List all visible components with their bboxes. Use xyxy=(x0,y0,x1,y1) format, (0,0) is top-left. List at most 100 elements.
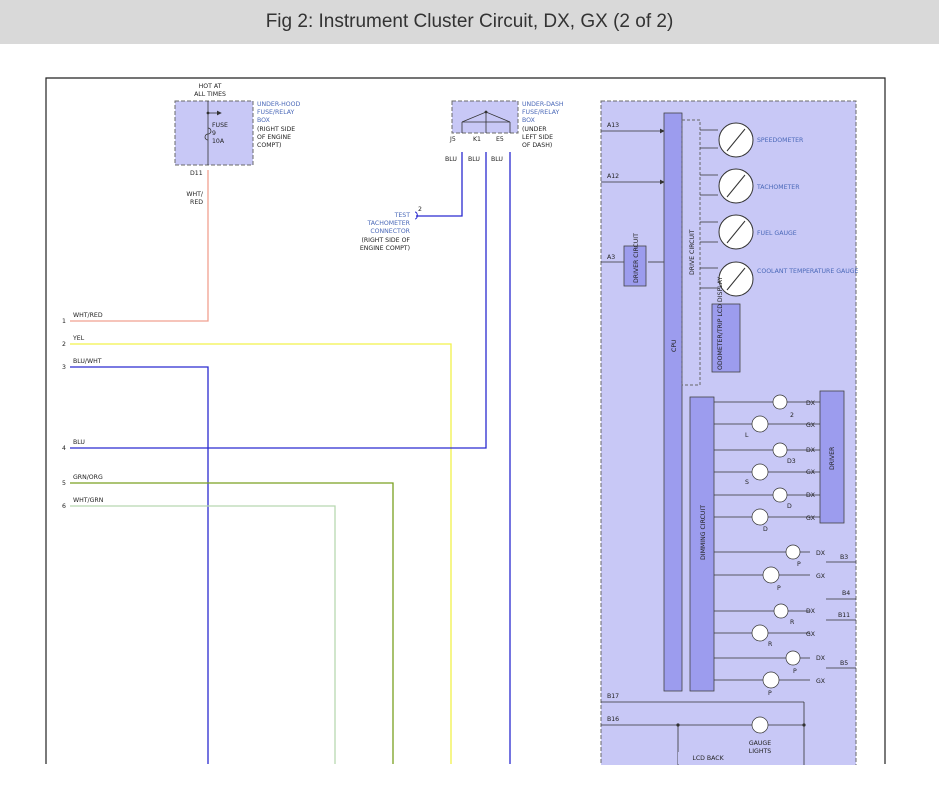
fuse-label: FUSE xyxy=(212,122,228,129)
test-tachometer-connector: 2 TEST TACHOMETER CONNECTOR (RIGHT SIDE … xyxy=(360,206,422,252)
svg-text:DX: DX xyxy=(816,655,826,662)
test-connector-line-3: (RIGHT SIDE OF xyxy=(361,237,410,244)
ind-letter-3: S xyxy=(745,479,749,486)
underdash-wire-label-1: BLU xyxy=(468,156,480,163)
diagram-frame xyxy=(45,77,886,764)
fuse-number: 9 xyxy=(212,130,216,137)
underdash-desc-3: (UNDER xyxy=(522,126,547,133)
ind-letter-6: P xyxy=(797,561,801,568)
test-connector-line-4: ENGINE COMPT) xyxy=(360,245,410,252)
gauge-lights-2: LIGHTS xyxy=(749,748,771,755)
title-bar: Fig 2: Instrument Cluster Circuit, DX, G… xyxy=(0,0,939,44)
svg-text:DX: DX xyxy=(806,447,816,454)
underhood-desc-2: BOX xyxy=(257,117,271,124)
terminal-a12: A12 xyxy=(607,173,619,180)
dimming-circuit-block xyxy=(689,396,715,692)
lcd-back-1: LCD BACK xyxy=(692,755,724,762)
indicator-labels: 2 L D3 S D D P P R R P P DX GX DX GX DX … xyxy=(745,400,826,697)
odometer-label: ODOMETER/TRIP LCD DISPLAY xyxy=(717,276,724,370)
terminal-b17: B17 xyxy=(607,693,619,700)
cluster-box xyxy=(600,100,857,772)
underhood-desc-1: FUSE/RELAY xyxy=(257,109,295,116)
pin-3-num: 3 xyxy=(62,364,66,371)
wire-blu xyxy=(70,152,487,449)
underhood-wire-label-2: RED xyxy=(190,199,203,206)
dimming-label: DIMMING CIRCUIT xyxy=(700,505,707,560)
pin-2-num: 2 xyxy=(62,341,66,348)
odometer-lcd-block xyxy=(711,303,741,373)
pin-5-num: 5 xyxy=(62,480,66,487)
led-icons xyxy=(751,394,801,689)
terminal-b4: B4 xyxy=(842,590,850,597)
ind-letter-9: R xyxy=(768,641,773,648)
bottom-crop xyxy=(0,765,939,794)
test-connector-line-1: TACHOMETER xyxy=(366,220,410,227)
underdash-desc-4: LEFT SIDE xyxy=(522,134,553,141)
svg-text:GX: GX xyxy=(806,631,816,638)
pin-1-label: WHT/RED xyxy=(73,312,103,319)
underhood-desc-5: COMPT) xyxy=(257,142,281,149)
drive-circuit-box xyxy=(681,119,701,386)
connector-pins: 1 WHT/RED 2 YEL 3 BLU/WHT 4 BLU 5 GRN/OR… xyxy=(62,312,104,510)
terminal-b16: B16 xyxy=(607,716,619,723)
pin-6-label: WHT/GRN xyxy=(73,497,104,504)
underdash-wire-label-0: BLU xyxy=(445,156,457,163)
underdash-box-shape xyxy=(451,100,519,134)
wire-wht-grn xyxy=(70,505,336,764)
ind-letter-11: P xyxy=(768,690,772,697)
driver-block xyxy=(819,390,845,524)
underhood-pin: D11 xyxy=(190,170,203,177)
svg-text:GX: GX xyxy=(806,469,816,476)
terminal-b5: B5 xyxy=(840,660,848,667)
cpu-block xyxy=(663,112,683,692)
svg-text:GX: GX xyxy=(816,678,826,685)
wire-wht-red xyxy=(70,170,209,322)
pin-6-num: 6 xyxy=(62,503,66,510)
svg-text:DX: DX xyxy=(806,400,816,407)
right-terminals: B3 B4 B11 B5 xyxy=(826,554,856,669)
wire-blu-wht xyxy=(70,366,209,764)
ind-letter-7: P xyxy=(777,585,781,592)
svg-text:DX: DX xyxy=(816,550,826,557)
underhood-wire-label-1: WHT/ xyxy=(186,191,204,198)
gauge-speedometer: SPEEDOMETER xyxy=(757,137,804,144)
terminal-a13: A13 xyxy=(607,122,619,129)
pin-4-num: 4 xyxy=(62,445,66,452)
terminal-b3: B3 xyxy=(840,554,848,561)
gauge-light-bulb-icon xyxy=(751,716,769,734)
pin-5-label: GRN/ORG xyxy=(73,474,103,481)
driver-circuit-block xyxy=(623,245,647,287)
underhood-desc-4: OF ENGINE xyxy=(257,134,291,141)
gauges: SPEEDOMETER TACHOMETER FUEL GAUGE COOLAN… xyxy=(700,122,859,297)
pin-3-label: BLU/WHT xyxy=(73,358,102,365)
cpu-label: CPU xyxy=(671,339,678,352)
test-connector-pin: 2 xyxy=(418,206,422,213)
svg-text:GX: GX xyxy=(816,573,826,580)
wire-yel xyxy=(70,343,452,764)
hot-label-2: ALL TIMES xyxy=(194,91,226,98)
svg-text:GX: GX xyxy=(806,515,816,522)
ind-letter-1: L xyxy=(745,432,749,439)
pin-2-label: YEL xyxy=(72,335,85,342)
underdash-desc-1: FUSE/RELAY xyxy=(522,109,560,116)
ind-letter-5: D xyxy=(763,526,768,533)
svg-text:DX: DX xyxy=(806,608,816,615)
driver-label: DRIVER xyxy=(829,446,836,470)
instrument-cluster: A13 A12 A3 CPU DRIVE CIRCUIT DRIVER CIRC… xyxy=(600,100,859,772)
page-title: Fig 2: Instrument Cluster Circuit, DX, G… xyxy=(265,11,674,32)
underhood-fuse-box: HOT AT ALL TIMES FUSE 9 10A UNDER-HOOD F… xyxy=(174,83,301,206)
terminal-b11: B11 xyxy=(838,612,850,619)
pin-4-label: BLU xyxy=(73,439,85,446)
wires xyxy=(70,152,511,764)
gauge-coolant: COOLANT TEMPERATURE GAUGE xyxy=(757,268,859,275)
underdash-desc-2: BOX xyxy=(522,117,536,124)
underhood-box-shape xyxy=(174,100,254,166)
test-connector-line-2: CONNECTOR xyxy=(370,228,410,235)
underdash-pin-e5: E5 xyxy=(496,136,504,143)
ind-letter-10: P xyxy=(793,668,797,675)
underdash-desc-5: OF DASH) xyxy=(522,142,552,149)
test-connector-line-0: TEST xyxy=(394,212,411,219)
wire-blu-tach xyxy=(416,152,463,217)
pin-1-num: 1 xyxy=(62,318,66,325)
